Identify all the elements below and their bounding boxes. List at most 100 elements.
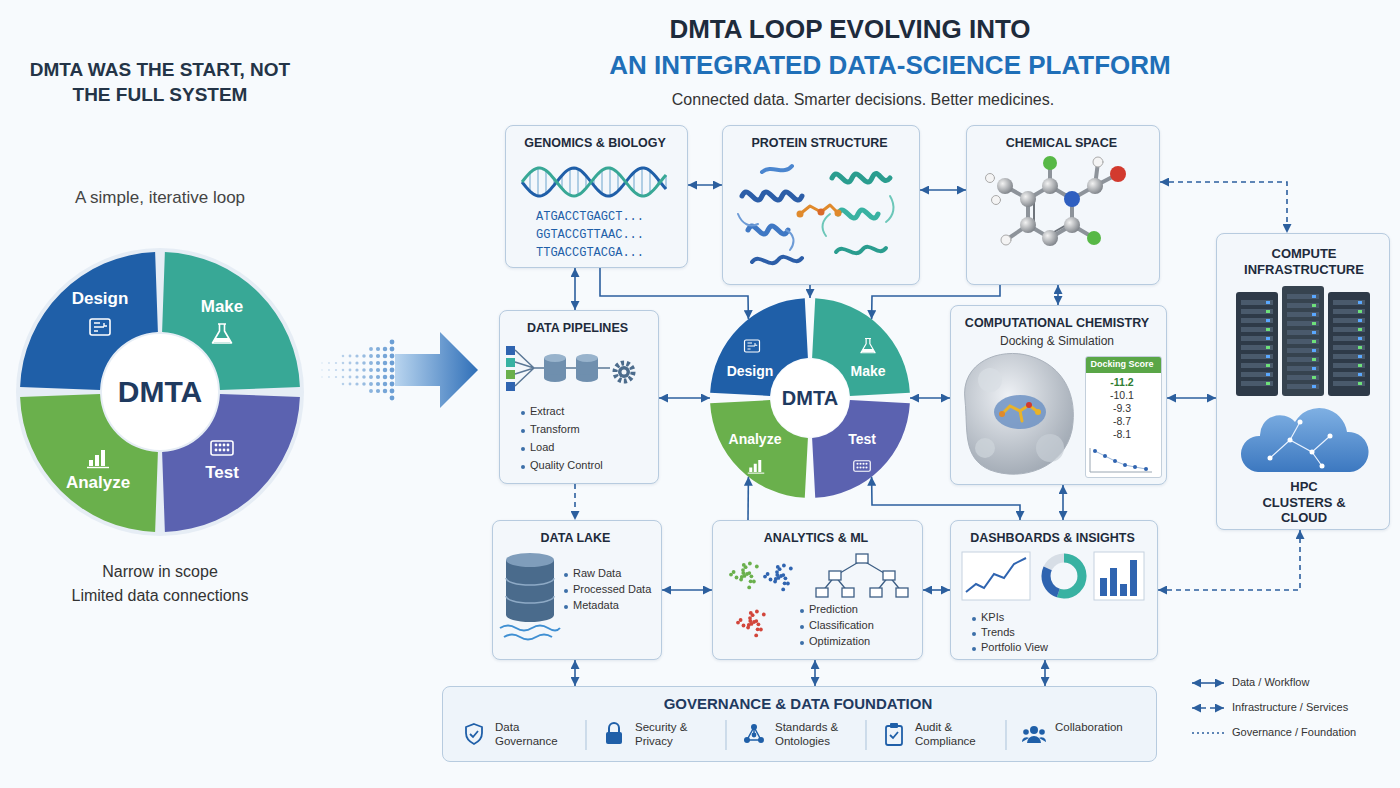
ml-clusters-part bbox=[735, 576, 739, 580]
text-label: Connected data. Smarter decisions. Bette… bbox=[563, 90, 1163, 109]
dmta-ring-part bbox=[20, 252, 158, 390]
server-racks-part bbox=[1358, 319, 1362, 322]
server-racks-part bbox=[1333, 300, 1365, 305]
pipeline-icon-part bbox=[576, 374, 598, 382]
ml-clusters-part bbox=[744, 565, 748, 569]
docking-surface-part-part bbox=[1103, 454, 1107, 458]
ml-clusters-part bbox=[777, 576, 781, 580]
protein-ribbons-part bbox=[742, 192, 802, 200]
docking-surface-part-part bbox=[1093, 449, 1097, 453]
node-title: DASHBOARDS & INSIGHTS bbox=[951, 531, 1154, 546]
ml-clusters-part bbox=[739, 578, 743, 582]
dmta-ring-part bbox=[710, 400, 808, 498]
ml-clusters-part bbox=[751, 613, 755, 617]
bullet-dot bbox=[972, 617, 976, 621]
dashboard-charts-part bbox=[962, 552, 1030, 600]
pipeline-icon-part bbox=[506, 346, 515, 355]
dmta-ring-part bbox=[162, 252, 300, 390]
dashboard-charts-part-part bbox=[1130, 560, 1137, 596]
transition-arrow-part bbox=[321, 362, 323, 364]
node-title: Docking Score bbox=[1086, 359, 1158, 370]
transition-arrow-part bbox=[369, 347, 373, 351]
server-racks-part bbox=[1358, 364, 1362, 367]
server-racks-part bbox=[1358, 310, 1362, 313]
transition-arrow-part bbox=[383, 375, 387, 379]
ml-clusters-part bbox=[748, 562, 752, 566]
server-racks-part bbox=[1358, 337, 1362, 340]
transition-arrow-part bbox=[342, 376, 345, 379]
connector bbox=[574, 484, 576, 520]
dna-helix-part bbox=[522, 168, 666, 196]
transition-arrow-part bbox=[349, 376, 352, 379]
protein-ribbons-part bbox=[752, 257, 802, 263]
transition-arrow-part bbox=[328, 369, 330, 371]
server-racks-part bbox=[1241, 363, 1273, 368]
pipeline-icon-part bbox=[615, 363, 633, 381]
server-racks-part bbox=[1266, 337, 1270, 340]
cloud-part bbox=[1241, 408, 1369, 472]
node-title: DMTA bbox=[710, 386, 910, 410]
ml-clusters-part bbox=[778, 567, 782, 571]
molecule-part-part bbox=[992, 196, 1001, 205]
protein-ribbons-part bbox=[748, 226, 788, 234]
docking-surface-part bbox=[1093, 449, 1148, 471]
ml-clusters-part bbox=[759, 628, 763, 632]
dna-helix-part bbox=[522, 168, 666, 196]
transition-arrow-part bbox=[321, 376, 323, 378]
server-racks-part bbox=[1358, 346, 1362, 349]
loop-stage: Design bbox=[715, 363, 785, 381]
protein-ribbons-part bbox=[823, 196, 894, 236]
database-icon-part bbox=[500, 626, 560, 640]
legend-text: Governance / Foundation bbox=[1232, 726, 1356, 739]
molecule-part-part bbox=[1110, 166, 1126, 182]
ml-clusters-part bbox=[754, 634, 758, 638]
domain-box: GENOMICS & BIOLOGYATGACCTGAGCT...GGTACCG… bbox=[505, 125, 688, 268]
transition-arrow bbox=[321, 332, 478, 408]
node-title: GENOMICS & BIOLOGY bbox=[506, 136, 684, 151]
transition-arrow-part bbox=[342, 369, 345, 372]
server-racks-part bbox=[1266, 328, 1270, 331]
server-racks-part bbox=[1287, 348, 1319, 353]
transition-arrow-part bbox=[342, 362, 345, 365]
dna-helix-part bbox=[649, 171, 651, 193]
node-text: Processed Data bbox=[573, 583, 651, 596]
transition-arrow-part bbox=[355, 368, 358, 371]
node-text: -8.7 bbox=[1086, 415, 1158, 428]
dna-helix-part bbox=[553, 179, 555, 185]
loop-stage: Make bbox=[179, 297, 265, 319]
decision-tree bbox=[816, 554, 908, 597]
node-title: GOVERNANCE & DATA FOUNDATION bbox=[443, 695, 1153, 713]
docking-surface-part bbox=[1036, 434, 1064, 462]
dmta-ring-part bbox=[102, 334, 218, 450]
governance-icons-part bbox=[744, 724, 764, 743]
docking-surface bbox=[965, 353, 1152, 474]
docking-surface-part bbox=[1095, 451, 1146, 469]
score-table: Docking Score-11.2-10.1-9.3-8.7-8.1 bbox=[1085, 356, 1162, 478]
ml-clusters-part bbox=[736, 621, 740, 625]
pipeline-icon-part bbox=[515, 350, 544, 386]
transition-arrow-part bbox=[369, 368, 373, 372]
process-box: COMPUTATIONAL CHEMISTRYDocking & Simulat… bbox=[950, 305, 1167, 485]
legend-sample bbox=[1192, 707, 1224, 709]
loop-icons-part bbox=[211, 441, 233, 455]
legend-text: Infrastructure / Services bbox=[1232, 701, 1348, 714]
server-racks-part bbox=[1287, 366, 1319, 371]
loop-icons-part bbox=[87, 450, 109, 468]
legend-text: Data / Workflow bbox=[1232, 676, 1309, 689]
server-racks-part bbox=[1287, 330, 1319, 335]
governance-icons-part bbox=[466, 724, 482, 744]
ml-clusters-part bbox=[739, 618, 743, 622]
transition-arrow-part bbox=[355, 375, 358, 378]
pipeline-icon-part bbox=[544, 374, 566, 382]
transition-arrow-part bbox=[390, 354, 395, 359]
ml-clusters-part bbox=[779, 574, 783, 578]
molecule-part-part bbox=[997, 178, 1013, 194]
server-racks-part bbox=[1333, 318, 1365, 323]
ml-clusters-part bbox=[755, 610, 759, 614]
server-racks-part bbox=[1287, 294, 1319, 299]
molecule-part bbox=[986, 156, 1127, 246]
decision-tree-part-part bbox=[883, 571, 895, 580]
transition-arrow-part bbox=[328, 376, 330, 378]
docking-surface-part-part bbox=[1144, 467, 1148, 471]
connector bbox=[923, 589, 950, 591]
